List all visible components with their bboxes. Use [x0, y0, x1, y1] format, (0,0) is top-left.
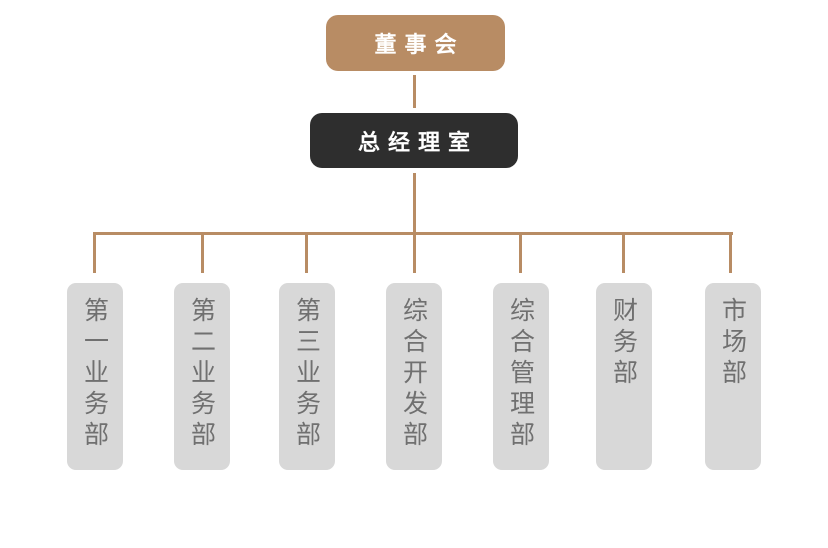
department-node: 综合开发部 [386, 283, 442, 470]
connector-drop-dept-6 [622, 232, 625, 273]
board-label: 董事会 [374, 33, 465, 58]
board-node: 董事会 [326, 15, 505, 71]
department-label: 市场部 [718, 297, 748, 390]
department-node: 第二业务部 [174, 283, 230, 470]
department-node: 第一业务部 [67, 283, 123, 470]
department-label: 第二业务部 [187, 297, 217, 452]
connector-board-to-gm [413, 75, 416, 108]
connector-drop-dept-5 [519, 232, 522, 273]
connector-drop-dept-4 [413, 232, 416, 273]
connector-drop-dept-2 [201, 232, 204, 273]
department-label: 第三业务部 [292, 297, 322, 452]
department-node: 市场部 [705, 283, 761, 470]
connector-drop-dept-7 [729, 232, 732, 273]
connector-drop-dept-3 [305, 232, 308, 273]
department-label: 综合开发部 [399, 297, 429, 452]
department-label: 财务部 [609, 297, 639, 390]
connector-drop-dept-1 [93, 232, 96, 273]
department-node: 财务部 [596, 283, 652, 470]
department-label: 第一业务部 [80, 297, 110, 452]
department-node: 综合管理部 [493, 283, 549, 470]
department-label: 综合管理部 [506, 297, 536, 452]
general-manager-node: 总经理室 [310, 113, 518, 168]
department-node: 第三业务部 [279, 283, 335, 470]
connector-gm-to-bus [413, 173, 416, 233]
general-manager-label: 总经理室 [357, 130, 478, 156]
